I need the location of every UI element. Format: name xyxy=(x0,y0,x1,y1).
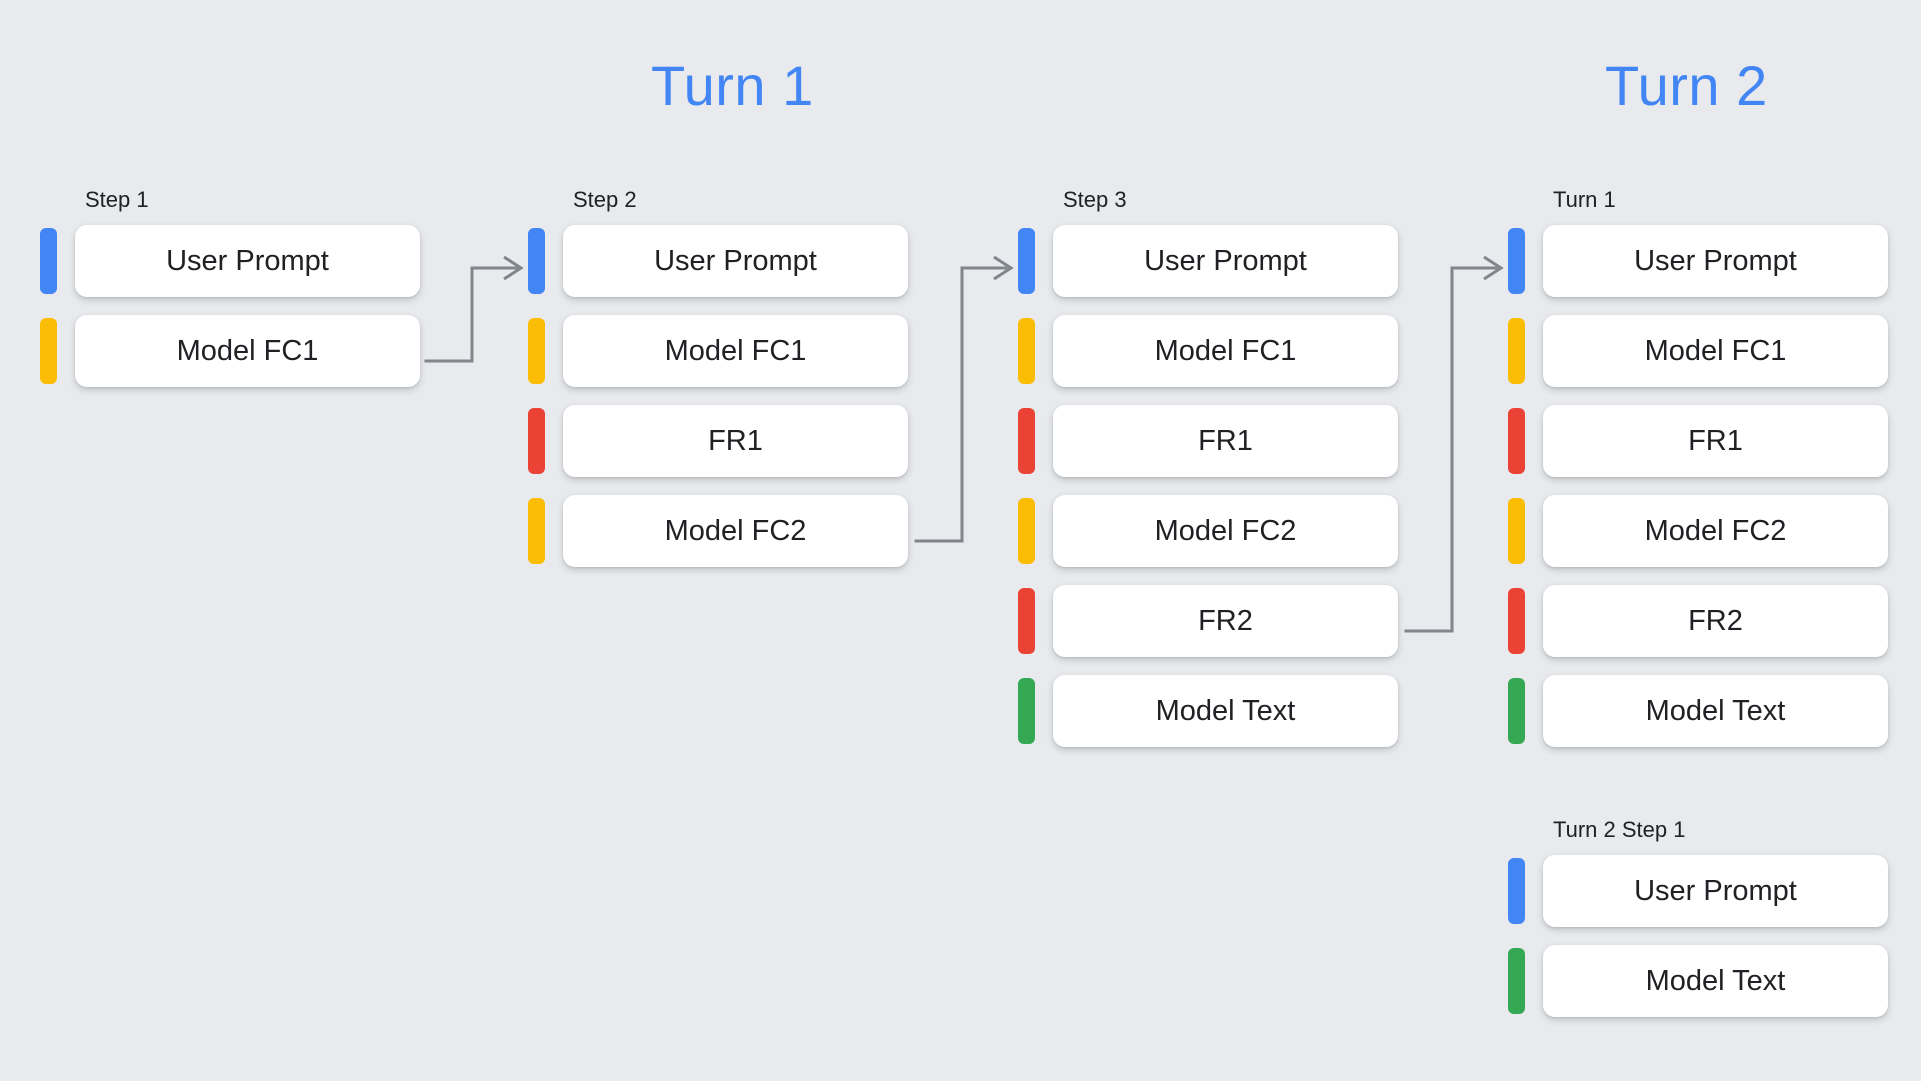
role-tag-blue-icon xyxy=(40,228,57,294)
message-card[interactable]: User Prompt xyxy=(1053,225,1398,297)
role-tag-yellow-icon xyxy=(1018,498,1035,564)
turn-2-title: Turn 2 xyxy=(1605,54,1768,117)
message-card-label: FR1 xyxy=(1198,424,1253,457)
message-card-label: Model FC1 xyxy=(1644,334,1787,367)
message-card[interactable]: Model FC1 xyxy=(1053,315,1398,387)
column-label-turn-2-step-1: Turn 2 Step 1 xyxy=(1553,817,1686,842)
message-card[interactable]: User Prompt xyxy=(1543,855,1888,927)
message-card[interactable]: Model FC2 xyxy=(1053,495,1398,567)
column-label-turn-1: Turn 1 xyxy=(1553,187,1616,212)
role-tag-red-icon xyxy=(1508,408,1525,474)
message-card-label: Model FC2 xyxy=(1644,514,1787,547)
message-card[interactable]: Model Text xyxy=(1543,945,1888,1017)
message-card[interactable]: Model Text xyxy=(1543,675,1888,747)
role-tag-yellow-icon xyxy=(528,318,545,384)
message-card-label: Model Text xyxy=(1645,964,1786,997)
message-card-label: FR1 xyxy=(708,424,763,457)
message-card[interactable]: FR2 xyxy=(1543,585,1888,657)
message-card[interactable]: FR1 xyxy=(563,405,908,477)
column-label-step-3: Step 3 xyxy=(1063,187,1127,212)
message-card-label: Model FC1 xyxy=(664,334,807,367)
message-card[interactable]: User Prompt xyxy=(1543,225,1888,297)
message-card-label: User Prompt xyxy=(1634,874,1797,907)
message-card[interactable]: User Prompt xyxy=(75,225,420,297)
role-tag-green-icon xyxy=(1018,678,1035,744)
role-tag-green-icon xyxy=(1508,948,1525,1014)
role-tag-blue-icon xyxy=(1508,228,1525,294)
role-tag-blue-icon xyxy=(1018,228,1035,294)
message-card[interactable]: FR1 xyxy=(1543,405,1888,477)
role-tag-blue-icon xyxy=(1508,858,1525,924)
role-tag-red-icon xyxy=(1018,408,1035,474)
arrow-step3-to-turn1-icon xyxy=(1404,250,1514,650)
message-card[interactable]: Model FC2 xyxy=(1543,495,1888,567)
column-label-step-1: Step 1 xyxy=(85,187,149,212)
column-label-step-2: Step 2 xyxy=(573,187,637,212)
message-card[interactable]: FR2 xyxy=(1053,585,1398,657)
message-card-label: Model FC1 xyxy=(176,334,319,367)
message-card[interactable]: Model FC2 xyxy=(563,495,908,567)
message-card-label: FR2 xyxy=(1688,604,1743,637)
message-card[interactable]: FR1 xyxy=(1053,405,1398,477)
message-card-label: FR1 xyxy=(1688,424,1743,457)
message-card[interactable]: Model FC1 xyxy=(563,315,908,387)
message-card[interactable]: Model FC1 xyxy=(75,315,420,387)
arrow-step1-to-step2-icon xyxy=(424,250,534,380)
message-card-label: Model FC1 xyxy=(1154,334,1297,367)
message-card[interactable]: Model FC1 xyxy=(1543,315,1888,387)
message-card-label: Model Text xyxy=(1155,694,1296,727)
message-card-label: User Prompt xyxy=(1144,244,1307,277)
turn-1-title: Turn 1 xyxy=(651,54,814,117)
message-card-label: User Prompt xyxy=(654,244,817,277)
message-card-label: FR2 xyxy=(1198,604,1253,637)
message-card-label: Model FC2 xyxy=(664,514,807,547)
role-tag-red-icon xyxy=(1018,588,1035,654)
message-card-label: Model Text xyxy=(1645,694,1786,727)
role-tag-yellow-icon xyxy=(40,318,57,384)
message-card-label: User Prompt xyxy=(166,244,329,277)
message-card-label: User Prompt xyxy=(1634,244,1797,277)
role-tag-yellow-icon xyxy=(1018,318,1035,384)
arrow-step2-to-step3-icon xyxy=(914,250,1024,560)
role-tag-red-icon xyxy=(1508,588,1525,654)
role-tag-yellow-icon xyxy=(1508,318,1525,384)
message-card[interactable]: Model Text xyxy=(1053,675,1398,747)
role-tag-green-icon xyxy=(1508,678,1525,744)
message-card[interactable]: User Prompt xyxy=(563,225,908,297)
role-tag-yellow-icon xyxy=(528,498,545,564)
role-tag-red-icon xyxy=(528,408,545,474)
role-tag-yellow-icon xyxy=(1508,498,1525,564)
role-tag-blue-icon xyxy=(528,228,545,294)
message-card-label: Model FC2 xyxy=(1154,514,1297,547)
